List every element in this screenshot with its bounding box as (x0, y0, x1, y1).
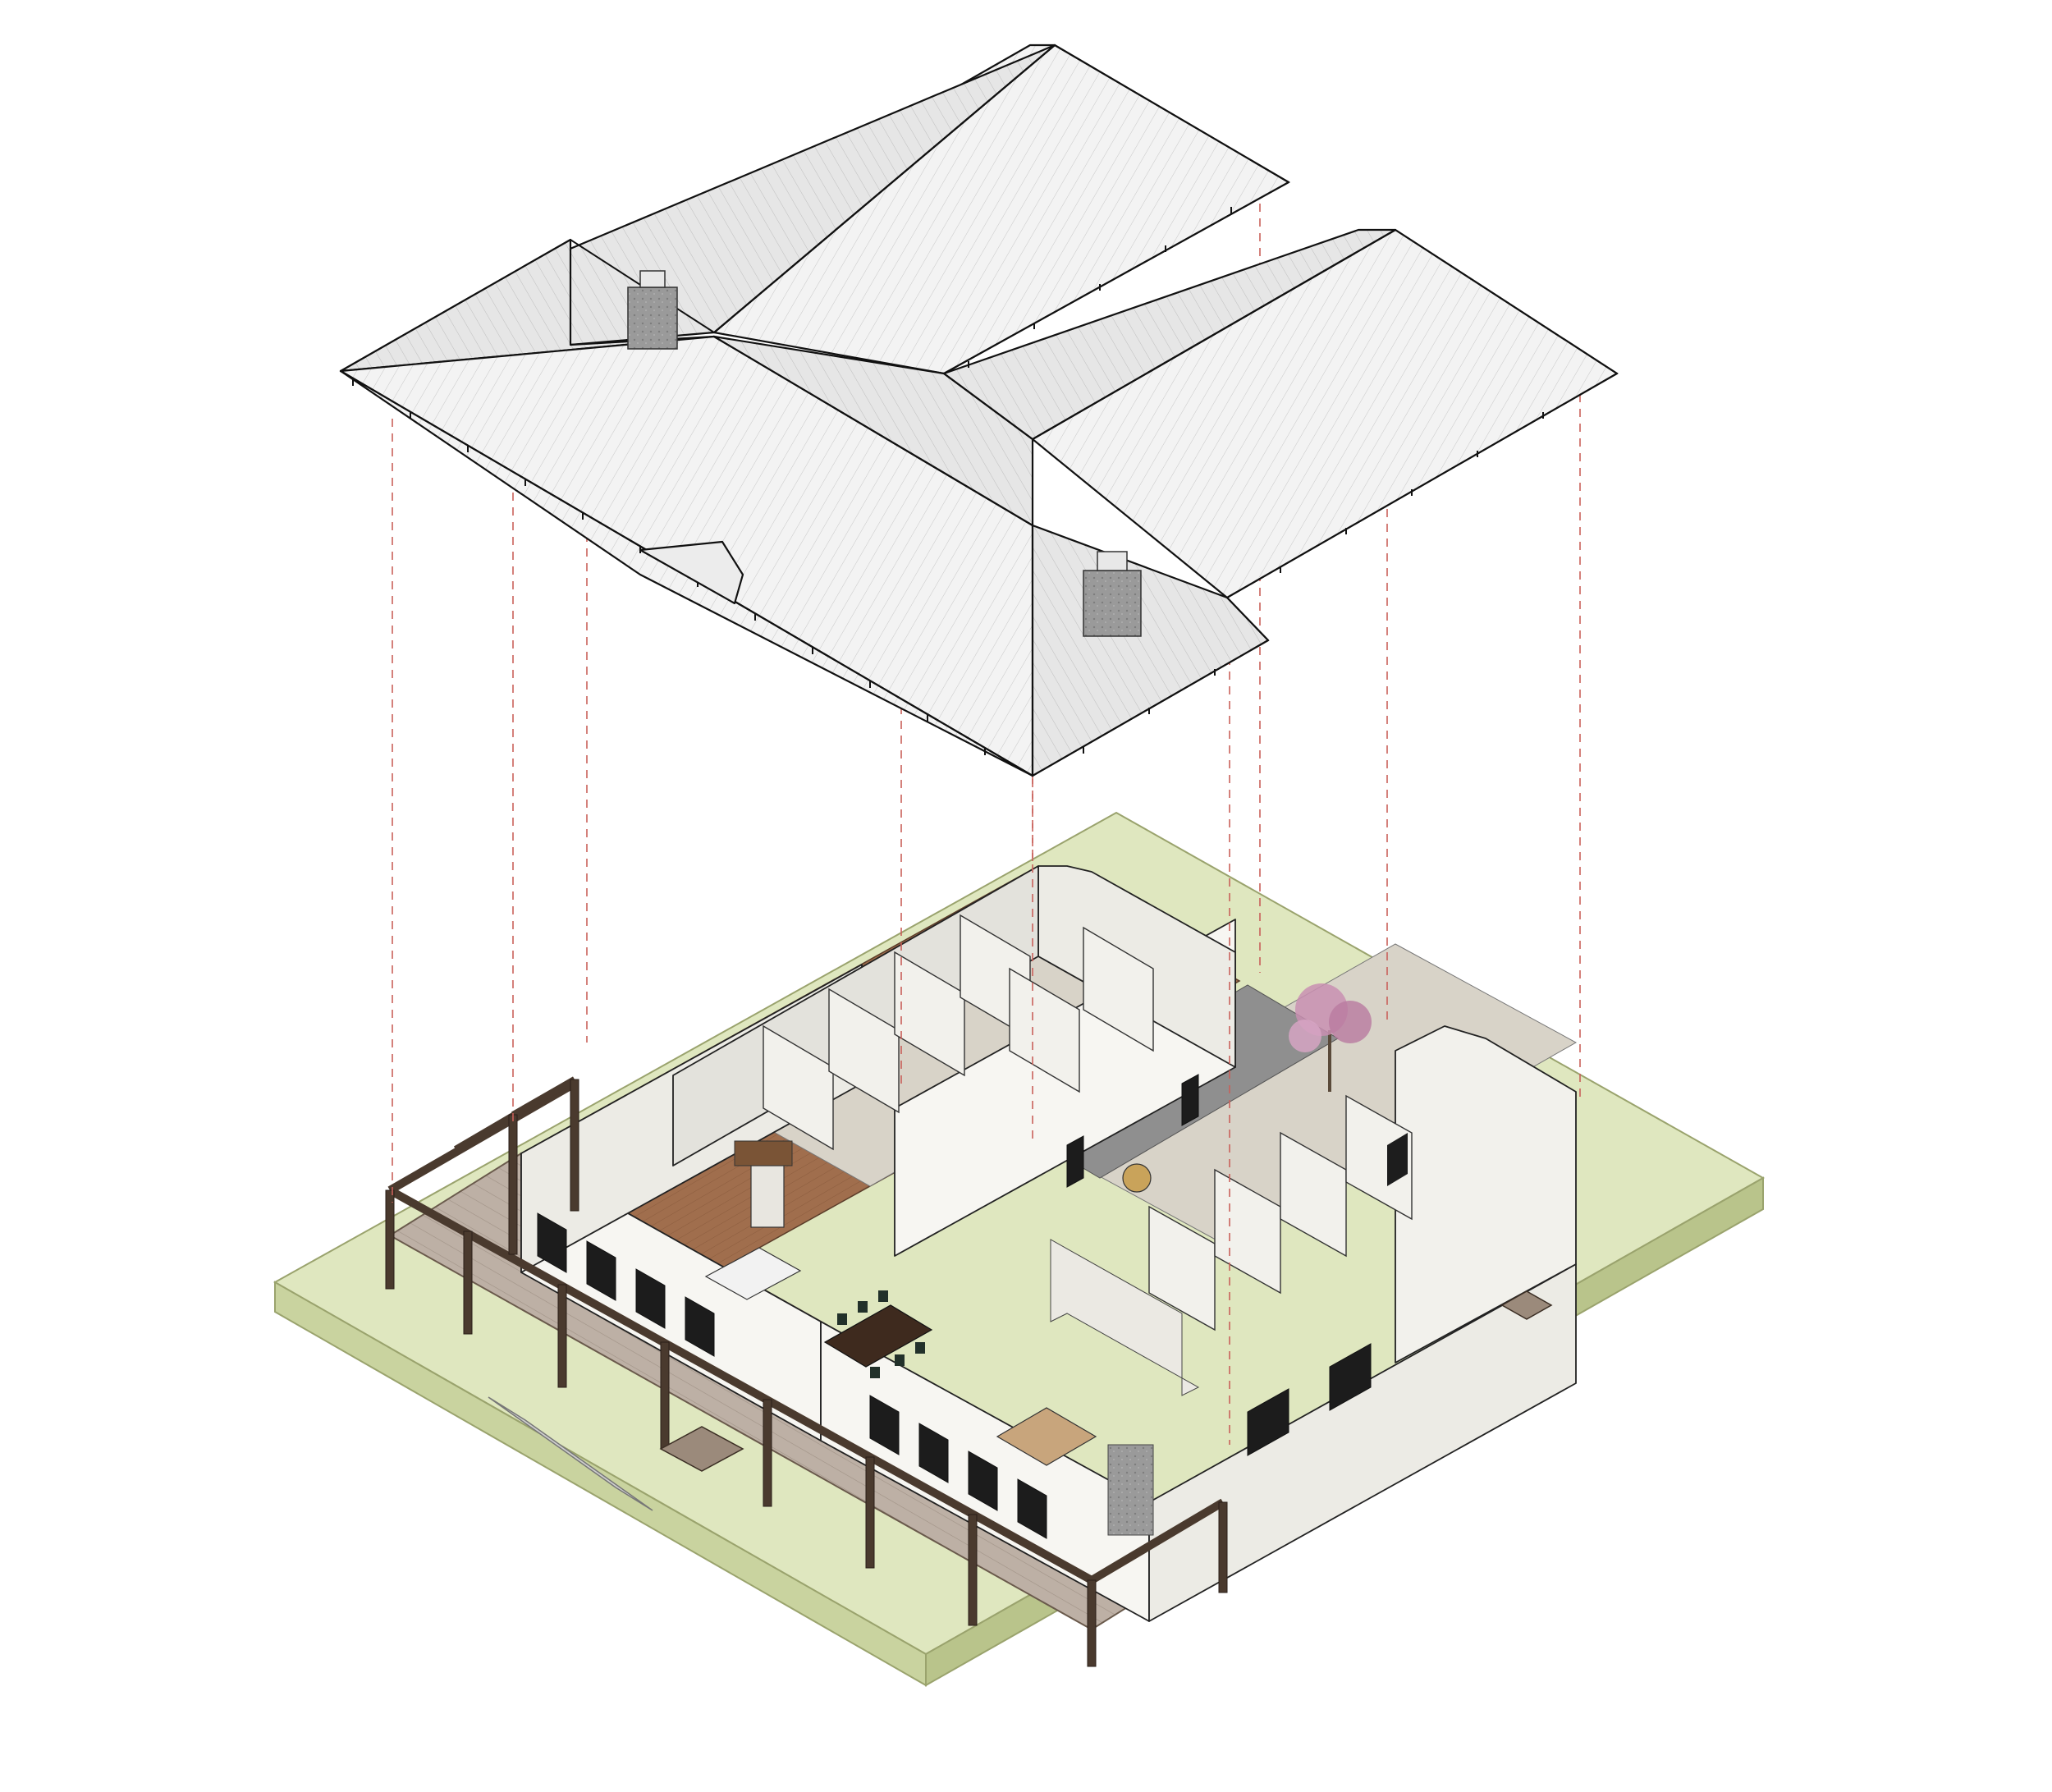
side-entry-stair (1500, 1290, 1553, 1320)
roof-icon (339, 44, 1619, 777)
dining-table-icon (823, 1304, 933, 1368)
window-5 (869, 1395, 900, 1455)
partition-2 (828, 988, 900, 1114)
chimney-icon (627, 270, 1142, 637)
veranda-post (557, 1284, 567, 1388)
chair-icon (895, 1354, 905, 1366)
chair-icon (858, 1301, 868, 1313)
chimney-back (627, 286, 678, 350)
veranda-beam-right (1089, 1498, 1225, 1584)
stair-icon (659, 1290, 1553, 1472)
furniture (704, 1133, 1408, 1536)
projection-lines (392, 189, 1581, 1445)
right-wing-partitions (1148, 1094, 1413, 1331)
front-windows (537, 1074, 1372, 1539)
partition-5 (1009, 967, 1080, 1093)
partition-7 (1148, 1205, 1216, 1331)
chair-icon (870, 1367, 880, 1378)
office-chair (1387, 1133, 1408, 1186)
veranda-rafter (511, 1076, 576, 1118)
hanging-chair (1122, 1163, 1152, 1193)
veranda-post (463, 1231, 473, 1335)
veranda-post (968, 1514, 978, 1626)
window-2 (586, 1240, 616, 1301)
chimney-back-cap (639, 270, 666, 288)
veranda-post (865, 1456, 875, 1569)
right-wing-gable-wall (1395, 1025, 1577, 1363)
refrigerator (750, 1165, 785, 1228)
roof-right-wing-front-slope (1031, 228, 1619, 599)
window-11 (1066, 1135, 1084, 1188)
front-wall-right-wing (1148, 1263, 1577, 1622)
roof-ridge-back (713, 44, 1056, 333)
tree-canopy-3 (1289, 1020, 1321, 1052)
veranda-post (508, 1114, 518, 1255)
roof-ridge-main (713, 336, 1033, 526)
veranda-post (660, 1341, 670, 1450)
bookshelf (1050, 1239, 1200, 1396)
tree-icon (1289, 983, 1372, 1092)
partition-6 (1083, 926, 1154, 1052)
veranda-frame (385, 1076, 1228, 1667)
roof-entry-gable (639, 540, 744, 605)
window-1 (537, 1212, 567, 1273)
window-7 (968, 1451, 998, 1511)
veranda-post (763, 1399, 772, 1507)
chair-icon (915, 1342, 925, 1354)
window-6 (918, 1423, 949, 1483)
roof-eave-ticks (352, 207, 1544, 755)
front-entry-stair (659, 1426, 744, 1472)
window-3 (635, 1268, 666, 1329)
chimney-front-cap (1097, 551, 1128, 571)
veranda-post (385, 1189, 395, 1290)
tree-canopy-2 (1329, 1001, 1372, 1043)
window-9 (1247, 1388, 1289, 1456)
fireplace-chimney-base (1107, 1444, 1154, 1536)
kitchen-cabinet (734, 1140, 793, 1166)
chair-icon (837, 1313, 847, 1325)
veranda-post (1087, 1579, 1097, 1667)
kitchen-island (704, 1247, 802, 1300)
roof-ridge-right (1032, 229, 1396, 440)
partition-3 (894, 951, 965, 1077)
window-4 (685, 1296, 715, 1357)
sofa-icon (996, 1407, 1097, 1466)
partition-8 (1214, 1168, 1281, 1295)
entry-walkway (488, 1396, 653, 1511)
floor-plan-model (385, 865, 1578, 1667)
partition-9 (1280, 1131, 1347, 1258)
window-12 (1181, 1074, 1199, 1126)
window-10 (1329, 1343, 1372, 1411)
bedroom-partitions (763, 914, 1154, 1151)
dining-chairs (837, 1290, 925, 1378)
veranda-post (570, 1079, 579, 1212)
veranda-post (1218, 1501, 1228, 1593)
partition-1 (763, 1024, 834, 1151)
partition-10 (1345, 1094, 1413, 1221)
window-8 (1017, 1478, 1047, 1539)
chair-icon (878, 1290, 888, 1302)
chimney-front (1083, 570, 1142, 637)
